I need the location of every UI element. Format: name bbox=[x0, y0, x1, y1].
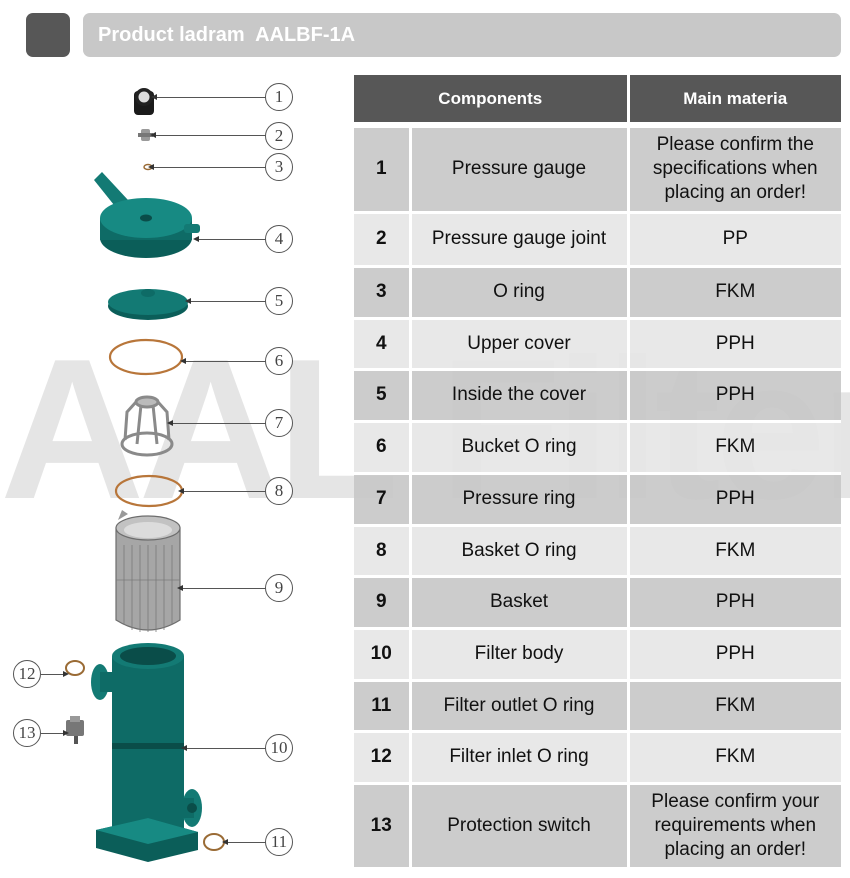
leader-line-1 bbox=[151, 93, 266, 101]
filter-body-part bbox=[91, 643, 202, 862]
row-number: 9 bbox=[354, 576, 412, 630]
callout-8: 8 bbox=[265, 477, 293, 505]
title-bar: Product ladram AALBF-1A bbox=[83, 13, 841, 57]
basket-part bbox=[115, 510, 181, 632]
material-value: FKM bbox=[628, 266, 841, 320]
component-name: Pressure ring bbox=[410, 473, 630, 527]
leader-line-13 bbox=[41, 729, 69, 737]
table-header-row: Components Main materia bbox=[354, 75, 841, 122]
material-value: PPH bbox=[628, 473, 841, 527]
material-value: Please confirm your requirements when pl… bbox=[628, 783, 841, 870]
callout-7: 7 bbox=[265, 409, 293, 437]
component-name: Upper cover bbox=[410, 318, 630, 371]
row-number: 12 bbox=[354, 731, 412, 785]
component-name: Filter inlet O ring bbox=[410, 731, 630, 785]
material-value: FKM bbox=[628, 525, 841, 578]
leader-line-8 bbox=[178, 487, 266, 495]
component-name: Filter outlet O ring bbox=[410, 680, 630, 733]
parts-illustration bbox=[65, 88, 225, 862]
table-row: 2 Pressure gauge joint PP bbox=[354, 212, 841, 268]
table-row: 12 Filter inlet O ring FKM bbox=[354, 731, 841, 785]
callout-13: 13 bbox=[13, 719, 41, 747]
callout-4: 4 bbox=[265, 225, 293, 253]
leader-line-12 bbox=[41, 670, 69, 678]
table-row: 9 Basket PPH bbox=[354, 576, 841, 630]
leader-line-6 bbox=[180, 357, 266, 365]
leader-line-9 bbox=[177, 584, 266, 592]
material-value: Please confirm the specifications when p… bbox=[628, 126, 841, 214]
row-number: 6 bbox=[354, 421, 412, 475]
component-name: Pressure gauge bbox=[410, 126, 630, 214]
callout-2: 2 bbox=[265, 122, 293, 150]
header-components: Components bbox=[354, 75, 630, 122]
table-row: 6 Bucket O ring FKM bbox=[354, 421, 841, 475]
gauge-joint-part bbox=[138, 129, 153, 141]
table-row: 3 O ring FKM bbox=[354, 266, 841, 320]
material-value: PPH bbox=[628, 369, 841, 423]
component-name: Filter body bbox=[410, 628, 630, 682]
row-number: 5 bbox=[354, 369, 412, 423]
component-name: Bucket O ring bbox=[410, 421, 630, 475]
leader-line-2 bbox=[150, 131, 266, 139]
row-number: 1 bbox=[354, 126, 412, 214]
row-number: 2 bbox=[354, 212, 412, 268]
components-table: Components Main materia 1 Pressure gauge… bbox=[354, 75, 841, 870]
upper-cover-part bbox=[94, 172, 200, 258]
row-number: 11 bbox=[354, 680, 412, 733]
row-number: 7 bbox=[354, 473, 412, 527]
material-value: FKM bbox=[628, 680, 841, 733]
table-row: 13 Protection switch Please confirm your… bbox=[354, 783, 841, 870]
table-row: 8 Basket O ring FKM bbox=[354, 525, 841, 578]
callout-12: 12 bbox=[13, 660, 41, 688]
row-number: 3 bbox=[354, 266, 412, 320]
component-name: O ring bbox=[410, 266, 630, 320]
callout-9: 9 bbox=[265, 574, 293, 602]
material-value: FKM bbox=[628, 421, 841, 475]
leader-line-10 bbox=[181, 744, 266, 752]
callout-1: 1 bbox=[265, 83, 293, 111]
material-value: PPH bbox=[628, 318, 841, 371]
material-value: FKM bbox=[628, 731, 841, 785]
callout-6: 6 bbox=[265, 347, 293, 375]
table-row: 11 Filter outlet O ring FKM bbox=[354, 680, 841, 733]
header-main-material: Main materia bbox=[628, 75, 841, 122]
callout-5: 5 bbox=[265, 287, 293, 315]
callout-3: 3 bbox=[265, 153, 293, 181]
leader-line-4 bbox=[193, 235, 266, 243]
leader-line-11 bbox=[222, 838, 266, 846]
table-row: 7 Pressure ring PPH bbox=[354, 473, 841, 527]
table-row: 5 Inside the cover PPH bbox=[354, 369, 841, 423]
callout-11: 11 bbox=[265, 828, 293, 856]
row-number: 8 bbox=[354, 525, 412, 578]
row-number: 13 bbox=[354, 783, 412, 870]
component-name: Basket bbox=[410, 576, 630, 630]
leader-line-3 bbox=[148, 163, 266, 171]
page-title: Product ladram AALBF-1A bbox=[98, 24, 356, 46]
inside-cover-part bbox=[108, 289, 188, 320]
material-value: PP bbox=[628, 212, 841, 268]
material-value: PPH bbox=[628, 576, 841, 630]
row-number: 4 bbox=[354, 318, 412, 371]
callout-10: 10 bbox=[265, 734, 293, 762]
component-name: Protection switch bbox=[410, 783, 630, 870]
protection-switch-part bbox=[66, 716, 84, 744]
table-row: 1 Pressure gauge Please confirm the spec… bbox=[354, 126, 841, 214]
row-number: 10 bbox=[354, 628, 412, 682]
header-accent-square bbox=[26, 13, 70, 57]
table-row: 10 Filter body PPH bbox=[354, 628, 841, 682]
pressure-ring-part bbox=[120, 395, 174, 457]
component-name: Basket O ring bbox=[410, 525, 630, 578]
component-name: Inside the cover bbox=[410, 369, 630, 423]
material-value: PPH bbox=[628, 628, 841, 682]
exploded-diagram: 1 2 3 4 5 6 7 8 9 10 11 12 13 bbox=[0, 70, 340, 878]
table-row: 4 Upper cover PPH bbox=[354, 318, 841, 371]
component-name: Pressure gauge joint bbox=[410, 212, 630, 268]
pressure-gauge-part bbox=[134, 88, 154, 115]
leader-line-5 bbox=[185, 297, 266, 305]
leader-line-7 bbox=[167, 419, 266, 427]
